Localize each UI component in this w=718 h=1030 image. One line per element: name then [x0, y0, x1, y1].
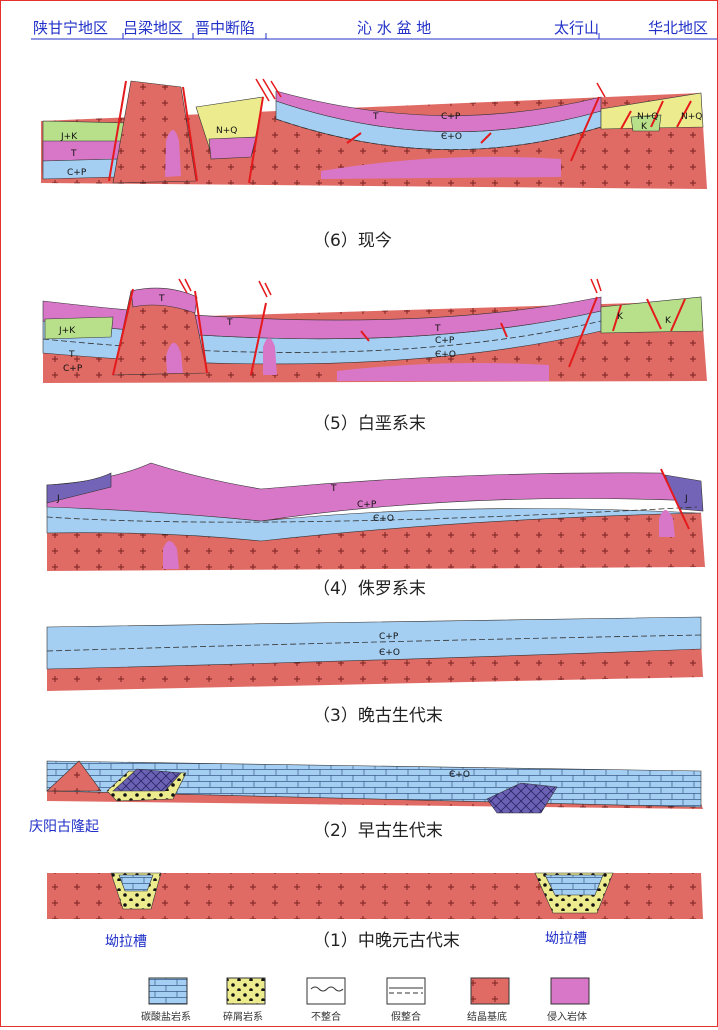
unit-label: N+Q — [681, 112, 702, 122]
unit-label: Є+O — [379, 648, 400, 658]
unit-label: Є+O — [373, 514, 394, 524]
unit-label: N+Q — [637, 112, 658, 122]
legend-label: 结晶基底 — [467, 1010, 507, 1023]
legend-item: 结晶基底 — [467, 978, 509, 1023]
unit-label: J — [684, 494, 688, 504]
legend-swatch-carbonate — [149, 978, 187, 1004]
section-stage-2: Є+O 庆阳古隆起 （2）早古生代末 — [29, 761, 703, 841]
region-header: 陕甘宁地区 吕梁地区 晋中断陷 沁 水 盆 地 太行山 华北地区 — [31, 19, 717, 39]
unit-label: C+P — [357, 500, 377, 510]
legend-item: 侵入岩体 — [547, 978, 589, 1023]
stage-caption: （3）晚古生代末 — [313, 706, 443, 726]
legend-item: 碳酸盐岩系 — [141, 978, 191, 1023]
stage-caption: （2）早古生代末 — [313, 821, 443, 841]
section-stage-4: J T C+P Є+O J （4）侏罗系末 — [47, 463, 705, 599]
legend-item: 假整合 — [387, 978, 425, 1023]
unit-label: T — [68, 350, 75, 360]
unit-label: Є+O — [435, 350, 456, 360]
stage-caption: （1）中晚元古代末 — [313, 931, 460, 951]
unit-label: C+P — [441, 112, 461, 122]
section-stage-5: J+K T T C+P T T C+P Є+O K K （5）白垩系末 — [43, 279, 707, 434]
aulacogen-carbonate — [119, 875, 153, 891]
section-stage-3: C+P Є+O （3）晚古生代末 — [47, 617, 703, 726]
jk-layer — [45, 317, 113, 339]
stage-caption: （4）侏罗系末 — [313, 579, 426, 599]
legend-label: 碳酸盐岩系 — [141, 1010, 191, 1023]
unit-label: T — [372, 112, 379, 122]
aulacogen-carbonate — [545, 875, 603, 895]
unit-label: N+Q — [216, 126, 237, 136]
region-label: 晋中断陷 — [195, 19, 255, 37]
annotation-label: 庆阳古隆起 — [29, 819, 99, 835]
section-stage-6: J+K N+Q T C+P C+P Є+O T N+Q K N+Q （6）现今 — [41, 79, 707, 251]
unit-label: J — [56, 494, 60, 504]
legend-swatch-basement — [471, 978, 509, 1004]
legend-swatch-intrusion — [551, 978, 589, 1004]
unit-label: T — [434, 324, 441, 334]
unit-label: C+P — [435, 336, 455, 346]
unit-label: T — [330, 484, 337, 494]
stage-caption: （6）现今 — [313, 231, 392, 251]
annotation-label: 坳拉槽 — [545, 931, 587, 947]
unit-label: T — [226, 318, 233, 328]
fault-arrow — [179, 279, 601, 297]
unit-label: C+P — [379, 632, 399, 642]
legend-label: 侵入岩体 — [547, 1010, 587, 1023]
region-label: 华北地区 — [648, 19, 708, 37]
legend-swatch-clastic — [227, 978, 265, 1004]
unit-label: J+K — [58, 326, 76, 336]
region-label: 吕梁地区 — [123, 19, 183, 37]
legend-swatch-disconformity — [387, 978, 425, 1004]
triassic-layer — [43, 141, 121, 161]
unit-label: Є+O — [449, 770, 470, 780]
triassic-layer — [209, 137, 256, 159]
legend-item: 碎屑岩系 — [223, 978, 265, 1023]
stage-caption: （5）白垩系末 — [313, 414, 426, 434]
legend-label: 碎屑岩系 — [223, 1010, 263, 1023]
unit-label: T — [158, 294, 165, 304]
unit-label: T — [70, 149, 77, 159]
section-stage-1: 坳拉槽 坳拉槽 （1）中晚元古代末 — [47, 873, 703, 951]
region-label: 陕甘宁地区 — [33, 19, 108, 37]
region-label: 沁 水 盆 地 — [357, 19, 431, 37]
unit-label: C+P — [67, 168, 87, 178]
region-label: 太行山 — [554, 19, 599, 37]
legend-label: 假整合 — [391, 1010, 421, 1023]
legend-label: 不整合 — [311, 1010, 341, 1023]
unit-label: C+P — [63, 364, 83, 374]
fault-arrow — [256, 79, 605, 101]
unit-label: Є+O — [441, 132, 462, 142]
annotation-label: 坳拉槽 — [105, 934, 147, 950]
legend-item: 不整合 — [307, 978, 345, 1023]
unit-label: J+K — [60, 132, 78, 142]
legend: 碳酸盐岩系 碎屑岩系 不整合 假整合 结晶基底 侵入岩体 — [141, 978, 589, 1023]
